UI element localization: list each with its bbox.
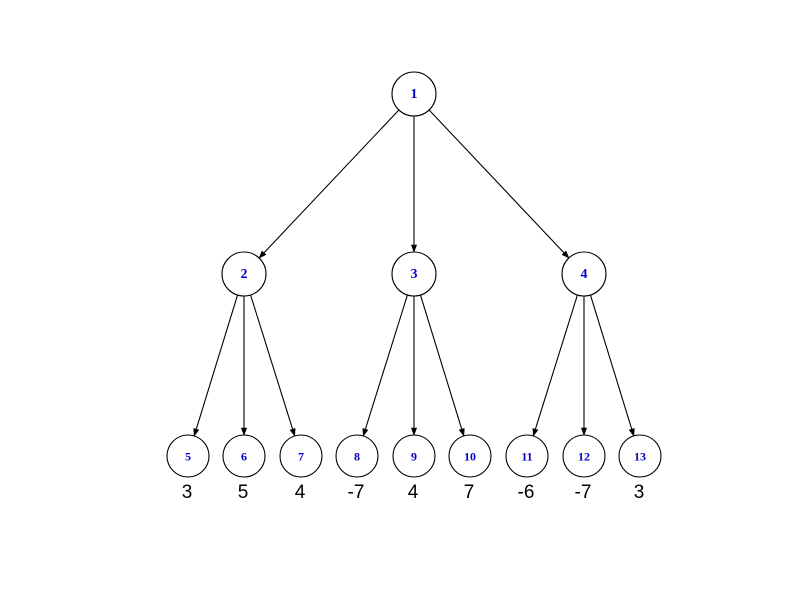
node-label: 12	[578, 450, 590, 464]
node-circle[interactable]	[562, 434, 606, 478]
tree-node-10[interactable]: 10	[448, 434, 492, 478]
tree-edge	[410, 296, 418, 436]
leaf-value-13: 3	[634, 482, 645, 503]
node-label: 3	[411, 267, 418, 282]
tree-edge	[580, 296, 588, 436]
leaf-value-11: -6	[518, 482, 535, 503]
node-circle[interactable]	[166, 434, 210, 478]
tree-edge	[419, 294, 465, 437]
edge-line	[193, 294, 239, 437]
leaf-value-10: 7	[464, 482, 475, 503]
node-label: 2	[241, 267, 248, 282]
tree-edge	[250, 294, 296, 437]
edge-arrowhead-icon	[193, 428, 200, 437]
node-circle[interactable]	[391, 251, 437, 297]
edge-arrowhead-icon	[561, 250, 570, 259]
node-circle[interactable]	[392, 434, 436, 478]
edge-arrowhead-icon	[580, 427, 588, 436]
node-circle[interactable]	[221, 251, 267, 297]
tree-node-8[interactable]: 8	[335, 434, 379, 478]
leaf-value-8: -7	[348, 482, 365, 503]
tree-edge	[258, 109, 400, 259]
edge-line	[258, 109, 400, 259]
edges-layer	[193, 109, 635, 437]
tree-node-13[interactable]: 13	[618, 434, 662, 478]
leaf-value-12: -7	[575, 482, 592, 503]
edge-line	[362, 294, 408, 437]
tree-node-9[interactable]: 9	[392, 434, 436, 478]
tree-edge	[240, 296, 248, 436]
edge-arrowhead-icon	[458, 428, 465, 437]
edge-line	[419, 294, 465, 437]
edge-arrowhead-icon	[258, 250, 267, 259]
node-label: 11	[521, 450, 532, 464]
tree-node-2[interactable]: 2	[221, 251, 267, 297]
node-label: 8	[354, 450, 360, 464]
tree-edge	[589, 294, 635, 437]
edge-line	[589, 294, 635, 437]
node-circle[interactable]	[279, 434, 323, 478]
tree-edge	[193, 294, 239, 437]
node-label: 10	[464, 450, 476, 464]
tree-node-4[interactable]: 4	[561, 251, 607, 297]
node-label: 9	[411, 450, 417, 464]
leaf-value-9: 4	[408, 482, 419, 503]
tree-node-11[interactable]: 11	[505, 434, 549, 478]
edge-arrowhead-icon	[628, 428, 635, 437]
node-label: 5	[185, 450, 191, 464]
node-circle[interactable]	[505, 434, 549, 478]
tree-node-12[interactable]: 12	[562, 434, 606, 478]
tree-edge	[410, 116, 418, 253]
edge-line	[250, 294, 296, 437]
node-circle[interactable]	[561, 251, 607, 297]
tree-edge	[532, 294, 578, 437]
tree-edge	[362, 294, 408, 437]
edge-arrowhead-icon	[410, 244, 418, 253]
node-circle[interactable]	[618, 434, 662, 478]
leaf-value-6: 5	[238, 482, 249, 503]
node-label: 13	[634, 450, 646, 464]
node-circle[interactable]	[391, 71, 437, 117]
edge-arrowhead-icon	[532, 428, 539, 437]
tree-node-1[interactable]: 1	[391, 71, 437, 117]
edge-line	[428, 109, 570, 259]
tree-node-7[interactable]: 7	[279, 434, 323, 478]
tree-edge	[428, 109, 570, 259]
leaf-value-7: 4	[295, 482, 306, 503]
edge-line	[532, 294, 578, 437]
node-circle[interactable]	[335, 434, 379, 478]
edge-arrowhead-icon	[240, 427, 248, 436]
edge-arrowhead-icon	[362, 428, 369, 437]
tree-node-6[interactable]: 6	[222, 434, 266, 478]
node-label: 4	[581, 267, 588, 282]
edge-arrowhead-icon	[410, 427, 418, 436]
node-label: 1	[411, 87, 418, 102]
edge-arrowhead-icon	[289, 428, 296, 437]
tree-node-5[interactable]: 5	[166, 434, 210, 478]
node-circle[interactable]	[448, 434, 492, 478]
leaf-value-5: 3	[182, 482, 193, 503]
tree-node-3[interactable]: 3	[391, 251, 437, 297]
node-label: 6	[241, 450, 247, 464]
leaf-values-layer: 3 5 4 -7 4 7 -6 -7 3	[182, 482, 645, 503]
node-label: 7	[298, 450, 304, 464]
node-circle[interactable]	[222, 434, 266, 478]
